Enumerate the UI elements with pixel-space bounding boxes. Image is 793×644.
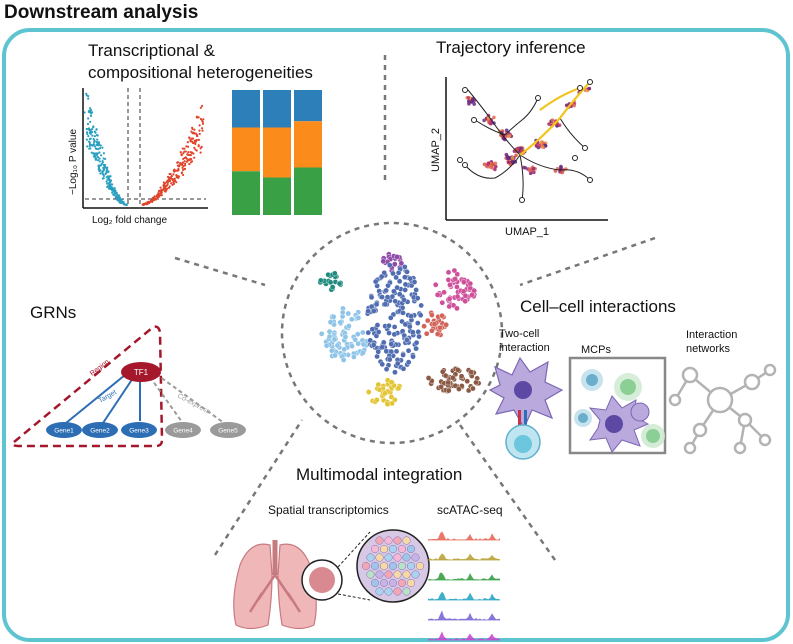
connector-lower-right: [458, 424, 557, 561]
bar-segment-3-2: [294, 121, 322, 168]
spatial-label: Spatial transcriptomics: [268, 503, 389, 517]
volcano-plot: Log₂ fold change −Log₁₀ P value: [68, 88, 208, 226]
two-cell-label-line2: interaction: [499, 342, 550, 354]
networks-label-line2: networks: [686, 343, 731, 355]
gene-node-3: [121, 422, 157, 438]
trajectory-xlabel: UMAP_1: [505, 226, 549, 238]
multimodal-title: Multimodal integration: [296, 465, 462, 484]
gene-label-3: Gene3: [129, 428, 149, 435]
figure-title: Downstream analysis: [4, 2, 198, 23]
trajectory-plot: UMAP_1 UMAP_2: [430, 77, 608, 238]
grn-coexpress-edges: [149, 373, 225, 424]
bar-segment-3-3: [294, 167, 322, 215]
bar-segment-1-3: [232, 171, 260, 215]
networks-label-line1: Interaction: [686, 329, 737, 341]
trajectory-ylabel: UMAP_2: [430, 128, 442, 172]
gene-node-1: [46, 422, 82, 438]
gene-label-1: Gene1: [54, 428, 74, 435]
mcp-illustration: [568, 356, 667, 455]
gene-node-4: [165, 422, 201, 438]
cluster-circle: [280, 221, 504, 445]
mcps-label: MCPs: [581, 344, 611, 356]
outer-frame: [2, 28, 790, 642]
gene-node-5: [210, 422, 246, 438]
grn-coexpress-label: Co-express: [176, 393, 211, 416]
grn-region-label: Region: [89, 358, 111, 377]
grn-target-label: Target: [98, 389, 118, 405]
composition-bars: [232, 90, 322, 215]
grn-title: GRNs: [30, 303, 76, 322]
bar-segment-2-2: [263, 127, 291, 178]
connector-lower-left: [213, 419, 304, 556]
trajectory-points: [465, 86, 592, 176]
volcano-xlabel: Log₂ fold change: [92, 215, 167, 226]
cci-title: Cell–cell interactions: [520, 297, 676, 316]
grn-target-edges: [65, 374, 141, 424]
volcano-points: [83, 92, 205, 207]
trajectory-highlight: [519, 81, 591, 156]
connector-lines: [174, 55, 656, 561]
gene-label-2: Gene2: [90, 428, 110, 435]
bar-segment-1-2: [232, 127, 260, 172]
gene-nodes: Gene1 Gene2 Gene3 Gene4 Gene5: [46, 422, 246, 438]
grn-region-triangle: [11, 325, 164, 448]
t-cell-nucleus: [514, 435, 532, 453]
two-cell-illustration: [488, 356, 564, 460]
umap-clusters: [317, 251, 482, 407]
gene-node-2: [82, 422, 118, 438]
heterogeneity-title-line1: Transcriptional &: [88, 41, 216, 60]
connector-upper-left: [174, 256, 266, 287]
trajectory-branches: [464, 81, 591, 201]
two-cell-label-line1: Two-cell: [499, 328, 539, 340]
volcano-ylabel: −Log₁₀ P value: [68, 129, 79, 195]
interaction-network: [668, 363, 777, 455]
bar-segment-3-1: [294, 90, 322, 122]
bar-segment-2-1: [263, 90, 291, 128]
atac-tracks: [428, 531, 500, 641]
tf-node: [121, 362, 161, 382]
gene-label-4: Gene4: [173, 428, 193, 435]
atac-label: scATAC-seq: [437, 503, 503, 517]
connector-upper-right: [519, 236, 656, 287]
trajectory-endpoints: [457, 79, 593, 203]
trajectory-title: Trajectory inference: [436, 38, 586, 57]
dendritic-nucleus: [514, 381, 532, 399]
tf-label: TF1: [134, 368, 149, 377]
gene-label-5: Gene5: [218, 428, 238, 435]
bar-segment-2-3: [263, 177, 291, 215]
lungs-illustration: [233, 529, 430, 630]
bar-segment-1-1: [232, 90, 260, 128]
heterogeneity-title-line2: compositional heterogeneities: [88, 63, 313, 82]
